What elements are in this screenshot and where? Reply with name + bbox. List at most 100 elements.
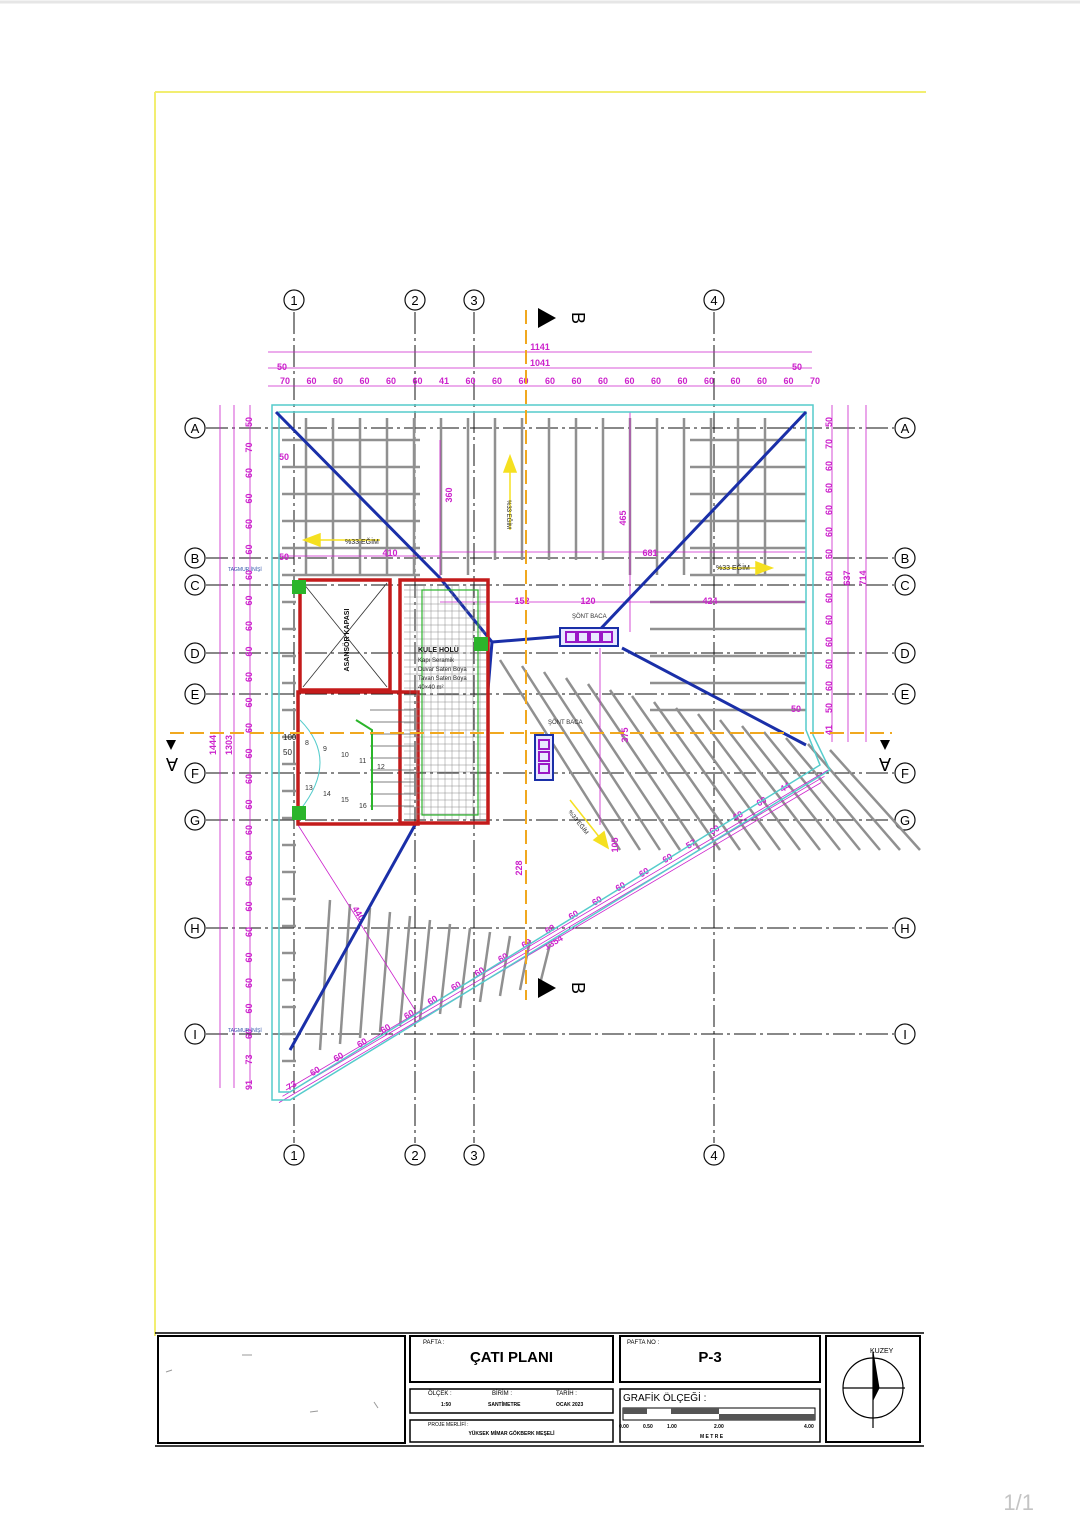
grid-bubble-label: 3: [470, 293, 477, 308]
slope-arrows: [301, 453, 775, 850]
grid-bubble-label: 2: [411, 1148, 418, 1163]
dim-right-rafter: 50: [824, 703, 834, 713]
dim-left-inner: 1303: [224, 735, 234, 755]
dim-diagonal-rafter: 60: [379, 1022, 393, 1036]
section-mark-b-top: B: [568, 312, 588, 324]
hip-line-sw: [288, 824, 417, 1051]
grid-bubble-label: E: [191, 687, 200, 702]
grid-bubble: [894, 683, 916, 705]
scale-unit: M E T R E: [700, 1434, 724, 1440]
grid-bubble-label: 3: [470, 1148, 477, 1163]
rafter: [652, 701, 762, 851]
dim-diagonal-rafter: 60: [473, 965, 487, 979]
chimney-label-middle: ŞÖNT BACA: [548, 719, 583, 726]
slope-label-right: %33 EĞİM: [716, 563, 750, 572]
tile-outline: [421, 589, 479, 816]
grid-bubble-label: H: [190, 921, 199, 936]
dim-right-inner: 637: [842, 570, 852, 585]
stair-step-number: 8: [305, 740, 309, 747]
chimney-middle: [534, 734, 554, 781]
grid-bubble-label: C: [190, 578, 199, 593]
dim-top-total: 1141: [530, 342, 550, 352]
date-value: OCAK 2023: [556, 1402, 584, 1408]
dim-top-edge-left: 50: [277, 362, 287, 372]
grid-bubble-label: B: [901, 551, 910, 566]
dim-right-rafter: 60: [824, 527, 834, 537]
slope-label-top: %33 EĞİM: [505, 500, 512, 529]
dim-interior: 424: [702, 596, 717, 606]
grid-bubble: [184, 642, 206, 664]
dim-right-rafter: 60: [824, 593, 834, 603]
rafter: [674, 707, 782, 851]
grid-bubble: [894, 809, 916, 831]
rafter: [807, 743, 901, 851]
dim-left-rafter: 60: [244, 544, 254, 554]
dim-right-rafter: 60: [824, 681, 834, 691]
dim-left-rafter: 60: [244, 493, 254, 503]
dim-top-rafter: 60: [386, 376, 396, 386]
rafter: [538, 943, 552, 985]
elevator-label: ASANSÖR KAPASI: [342, 609, 351, 672]
dim-top-rafter: 60: [624, 376, 634, 386]
dim-top-rafter: 41: [439, 376, 449, 386]
rafter: [520, 665, 642, 851]
page-number: 1/1: [1003, 1490, 1034, 1515]
dim-left-rafter: 50: [244, 417, 254, 427]
title-block: [155, 1332, 924, 1447]
dim-diagonal-rafter: 60: [543, 922, 557, 936]
dim-diagonal-rafter: 60: [661, 851, 675, 865]
slope-label-bottom: %33 EĞİM: [566, 809, 589, 836]
scale-label: ÖLÇEK :: [428, 1391, 452, 1397]
grid-bubble: [184, 762, 206, 784]
grid-bubble-label: D: [190, 646, 199, 661]
dim-right-rafter: 41: [824, 725, 834, 735]
scale-tick-0: 0.00: [619, 1424, 629, 1430]
dim-left-rafter: 60: [244, 748, 254, 758]
tower-hall: [398, 578, 490, 825]
dim-top-rafter: 60: [677, 376, 687, 386]
grid-bubble: [283, 289, 305, 311]
rafter: [338, 903, 352, 1045]
floor-tiles: [404, 584, 486, 820]
dim-interior: 50: [791, 704, 801, 714]
project-label: PROJE MERLİFİ :: [428, 1422, 469, 1428]
sheet-frame: [154, 91, 926, 1336]
grid-bubble-label: 4: [710, 293, 717, 308]
dim-left-rafter: 60: [244, 799, 254, 809]
dim-left-rafter: 60: [244, 595, 254, 605]
rafter: [318, 899, 332, 1051]
scale-tick-3: 2.00: [714, 1424, 724, 1430]
grid-bubble: [184, 417, 206, 439]
grid-bubble-label: 1: [290, 1148, 297, 1163]
pafta-label: PAFTA :: [423, 1340, 445, 1346]
dim-right-rafter: 60: [824, 549, 834, 559]
grid-bubble: [404, 1144, 426, 1166]
section-mark-b-bottom: B: [568, 982, 588, 994]
north-label: KUZEY: [870, 1348, 894, 1355]
grid-bubble-label: E: [901, 687, 910, 702]
drain-label-top: TAGMUR İNİŞİ: [228, 566, 262, 573]
elevator-shaft: [298, 578, 392, 692]
grid-bubble: [184, 547, 206, 569]
section-cut-lines: [170, 310, 892, 1000]
grid-bubble: [184, 574, 206, 596]
landing-dimension: 100: [283, 733, 297, 742]
chimney-top: [559, 627, 619, 647]
chimney-label-top: ŞÖNT BACA: [572, 613, 607, 620]
grid-bubble: [894, 642, 916, 664]
ridge-lines: [274, 410, 808, 1051]
grid-bubble-label: B: [191, 551, 200, 566]
dim-right-rafter: 70: [824, 439, 834, 449]
rafter: [785, 737, 881, 851]
dim-left-rafter: 60: [244, 468, 254, 478]
dim-left-rafter: 60: [244, 519, 254, 529]
grid-bubble-label: H: [900, 921, 909, 936]
dim-right-rafter: 60: [824, 483, 834, 493]
dim-interior: 681: [642, 548, 657, 558]
grid-bubble-label: F: [901, 766, 909, 781]
dim-top-rafter: 70: [810, 376, 820, 386]
dim-interior: 410: [382, 548, 397, 558]
dim-top-edge-right: 50: [792, 362, 802, 372]
dim-left-rafter: 60: [244, 621, 254, 631]
